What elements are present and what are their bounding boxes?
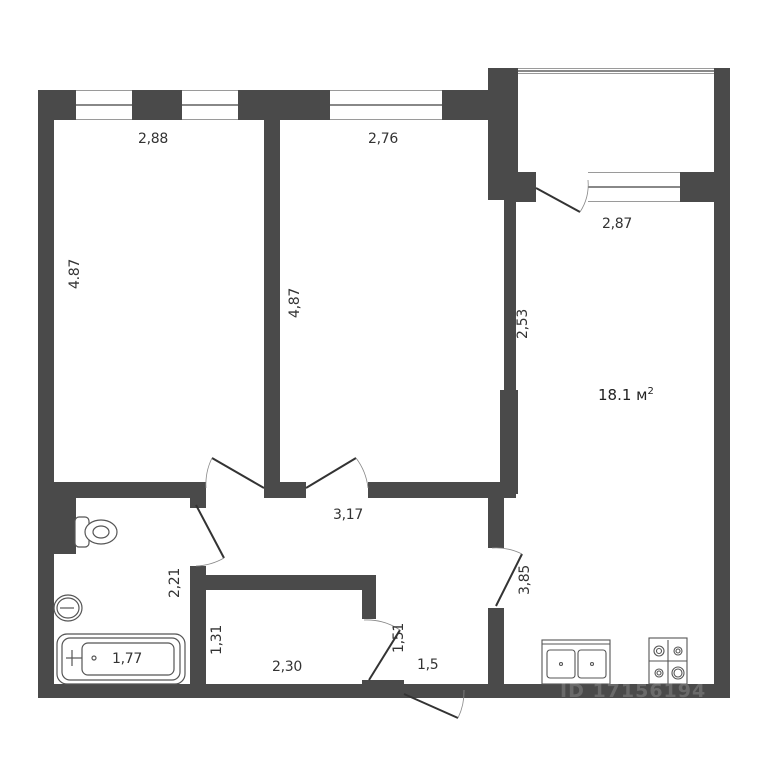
window <box>76 90 132 120</box>
wall-bedroom-divider <box>264 120 280 496</box>
window-balcony <box>518 68 714 74</box>
dim-storage-width: 2,30 <box>272 659 302 675</box>
dim-storage-height: 1,31 <box>208 625 225 655</box>
dim-bathroom-height: 2,21 <box>166 568 183 598</box>
window <box>182 90 238 120</box>
dim-bedroom1-width: 2,88 <box>138 131 168 147</box>
wall-entry-left <box>362 680 404 698</box>
wall-entry-right <box>464 684 504 698</box>
dim-entry-width: 1,5 <box>417 657 439 673</box>
wall-bedroom-bottom-1 <box>38 482 206 498</box>
wall-bedroom-bottom-3 <box>368 482 516 498</box>
dim-hallway-width: 3,17 <box>333 507 363 523</box>
wall-right <box>714 68 730 698</box>
kitchen-area-label: 18.1 м2 <box>598 386 654 404</box>
wall-bedroom-bottom-2 <box>264 482 306 498</box>
wall-balcony-bottom-right <box>680 172 730 202</box>
window-kitchen <box>588 172 680 202</box>
window <box>330 90 442 120</box>
wall-kitchen-left-2 <box>500 390 518 494</box>
dim-bedroom2-width: 2,76 <box>368 131 398 147</box>
wall-storage-top <box>190 575 376 590</box>
wall-hall-right <box>488 482 504 548</box>
toilet-icon <box>74 516 118 548</box>
wall-hall-right-2 <box>488 608 504 698</box>
sink-icon <box>53 594 83 622</box>
dim-entry-side: 1,51 <box>390 623 407 653</box>
wall-kitchen-left <box>504 200 516 390</box>
dim-kitchen-door: 3,85 <box>516 565 533 595</box>
wall-bath-inner <box>54 496 76 554</box>
wall-balcony-bottom-left <box>504 172 536 202</box>
wall-bath-right-stub <box>190 496 206 508</box>
wall-left <box>38 90 54 698</box>
dim-bathtub: 1,77 <box>112 651 142 667</box>
stove-icon <box>648 637 688 685</box>
dim-bedroom1-length: 4.87 <box>66 259 83 289</box>
dim-kitchen-width: 2,87 <box>602 216 632 232</box>
wall-storage-right <box>362 575 376 619</box>
listing-id-watermark: ID 17156194 <box>560 680 707 702</box>
kitchen-sink-icon <box>541 639 611 685</box>
bathtub-icon <box>56 633 186 685</box>
dim-kitchen-length: 2,53 <box>514 309 531 339</box>
wall-bath-right <box>190 566 206 698</box>
dim-bedroom2-length: 4,87 <box>286 288 303 318</box>
